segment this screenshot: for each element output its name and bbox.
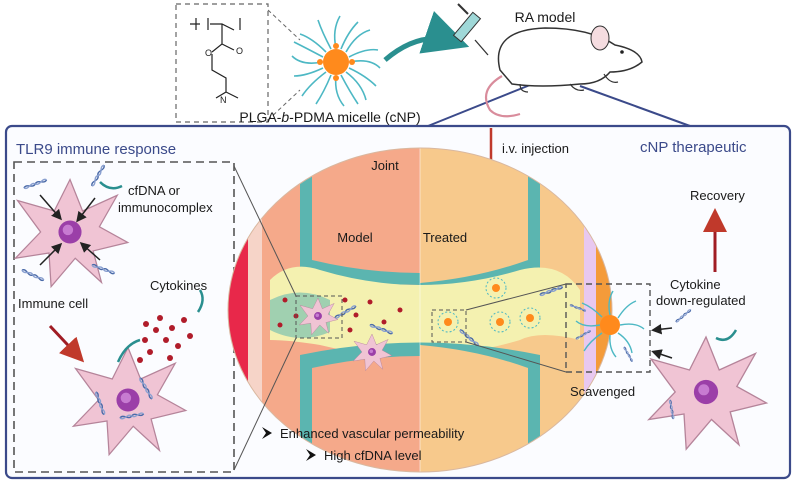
cytokine-release-arrow bbox=[196, 289, 204, 313]
cfdna-label-2: immunocomplex bbox=[118, 200, 213, 215]
cytokine-down-label-2: down-regulated bbox=[656, 293, 746, 308]
treated-label: Treated bbox=[423, 230, 467, 245]
bullet-1: Enhanced vascular permeability bbox=[280, 426, 465, 441]
left-panel bbox=[13, 161, 235, 473]
joint-outline bbox=[227, 147, 613, 473]
polymer-structure: O O N bbox=[175, 3, 301, 123]
svg-text:O: O bbox=[236, 46, 243, 56]
frame-connector bbox=[427, 84, 531, 127]
joint-contents bbox=[277, 277, 564, 371]
immune-cell-label: Immune cell bbox=[18, 296, 88, 311]
cytokine-dots bbox=[137, 315, 193, 363]
scavenge-arrow bbox=[651, 349, 673, 360]
scavenging-micelle bbox=[569, 290, 645, 363]
bullet-icon bbox=[262, 427, 272, 439]
frame-connector-right bbox=[579, 85, 691, 127]
bullet-icon bbox=[306, 449, 316, 461]
svg-text:N: N bbox=[220, 95, 227, 105]
cytokines-label: Cytokines bbox=[150, 278, 208, 293]
right-panel bbox=[565, 283, 651, 373]
model-label: Model bbox=[337, 230, 373, 245]
recovery-label: Recovery bbox=[690, 188, 745, 203]
syringe-icon bbox=[452, 3, 489, 56]
cytokine-down-label-1: Cytokine bbox=[670, 277, 721, 292]
teal-arrow-small bbox=[715, 329, 738, 341]
tlr9-header: TLR9 immune response bbox=[16, 141, 176, 158]
mouse-icon bbox=[484, 25, 643, 118]
immune-cell-top bbox=[14, 163, 129, 288]
svg-text:O: O bbox=[205, 48, 212, 58]
immune-cell-bottom bbox=[72, 338, 187, 456]
injection-label: i.v. injection bbox=[502, 141, 569, 156]
teal-arrow bbox=[383, 10, 470, 62]
cnp-header: cNP therapeutic bbox=[640, 139, 747, 156]
micelle-label: PLGA-b-PDMA micelle (cNP) bbox=[239, 109, 420, 125]
micelle-icon bbox=[291, 15, 381, 107]
ra-model-label: RA model bbox=[515, 9, 576, 25]
cfdna-label-1: cfDNA or bbox=[128, 183, 181, 198]
bullet-2: High cfDNA level bbox=[324, 448, 422, 463]
scavenge-arrow bbox=[651, 323, 673, 335]
activation-arrow bbox=[48, 324, 85, 363]
joint-label: Joint bbox=[371, 158, 399, 173]
scavenged-label: Scavenged bbox=[570, 384, 635, 399]
